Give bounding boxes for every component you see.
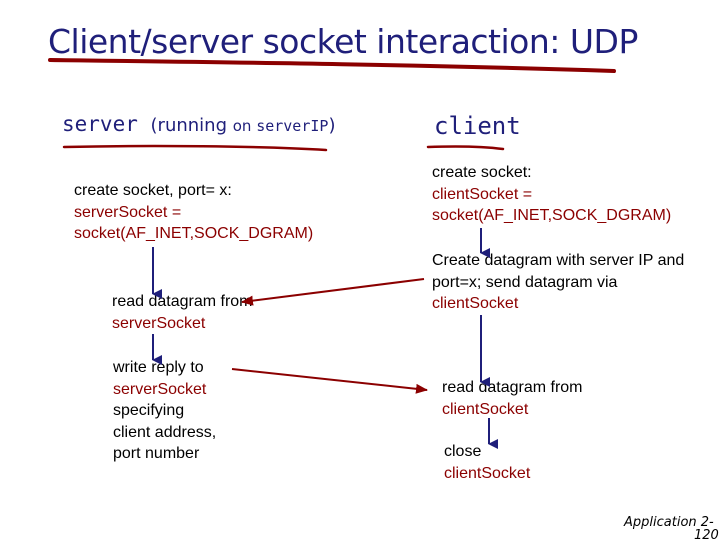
server-heading-paren-close: ): [328, 115, 336, 136]
client-step2-line1: Create datagram with server IP and: [432, 252, 685, 269]
server-heading-underline: [62, 144, 328, 152]
client-step1-line3: socket(AF_INET,SOCK_DGRAM): [432, 207, 672, 224]
slide-footer: Application 2- 120: [624, 516, 719, 542]
page-title: Client/server socket interaction: UDP: [48, 22, 638, 61]
client-heading: client: [434, 112, 521, 140]
client-step4-line2: clientSocket: [444, 464, 531, 482]
server-step1-line2: serverSocket =: [74, 203, 182, 221]
client-step2-line3: clientSocket: [432, 295, 519, 312]
server-heading: server (running on serverIP): [62, 112, 335, 136]
server-heading-ip: serverIP: [256, 117, 329, 135]
server-heading-paren-open: (running: [150, 115, 233, 136]
client-step2-line2: port=x; send datagram via: [432, 273, 618, 291]
server-step3-line4: client address,: [113, 423, 217, 441]
server-step-read-datagram: read datagram from serverSocket: [112, 291, 253, 334]
client-step-read-datagram: read datagram from clientSocket: [442, 377, 583, 420]
client-step-close: close clientSocket: [444, 441, 530, 484]
client-step1-line2: clientSocket =: [432, 185, 533, 203]
server-step3-line5: port number: [113, 445, 200, 462]
server-step1-line3: socket(AF_INET,SOCK_DGRAM): [74, 225, 314, 242]
client-heading-underline: [426, 145, 505, 151]
server-heading-label: server: [62, 112, 138, 136]
client-step3-line2: clientSocket: [442, 400, 529, 418]
server-step2-line2: serverSocket: [112, 314, 206, 332]
server-step3-line3: specifying: [113, 402, 185, 419]
client-step4-line1: close: [444, 443, 482, 460]
client-step-create-socket: create socket: clientSocket = socket(AF_…: [432, 162, 671, 227]
client-step-send-datagram: Create datagram with server IP and port=…: [432, 250, 684, 315]
request-arrow: [241, 278, 425, 306]
server-step3-line2: serverSocket: [113, 380, 207, 398]
footer-line1: Application 2-: [624, 515, 714, 530]
client-step3-line1: read datagram from: [442, 379, 583, 396]
server-step3-line1: write reply to: [113, 359, 204, 376]
reply-arrow: [231, 368, 428, 394]
footer-line2: 120: [694, 528, 719, 543]
server-step2-line1: read datagram from: [112, 293, 253, 310]
server-heading-on: on: [232, 117, 257, 135]
client-step1-line1: create socket:: [432, 164, 532, 181]
server-step-create-socket: create socket, port= x: serverSocket = s…: [74, 180, 313, 245]
server-step-write-reply: write reply to serverSocket specifying c…: [113, 357, 216, 465]
title-underline: [48, 58, 616, 73]
server-step1-line1: create socket, port= x:: [74, 182, 232, 199]
